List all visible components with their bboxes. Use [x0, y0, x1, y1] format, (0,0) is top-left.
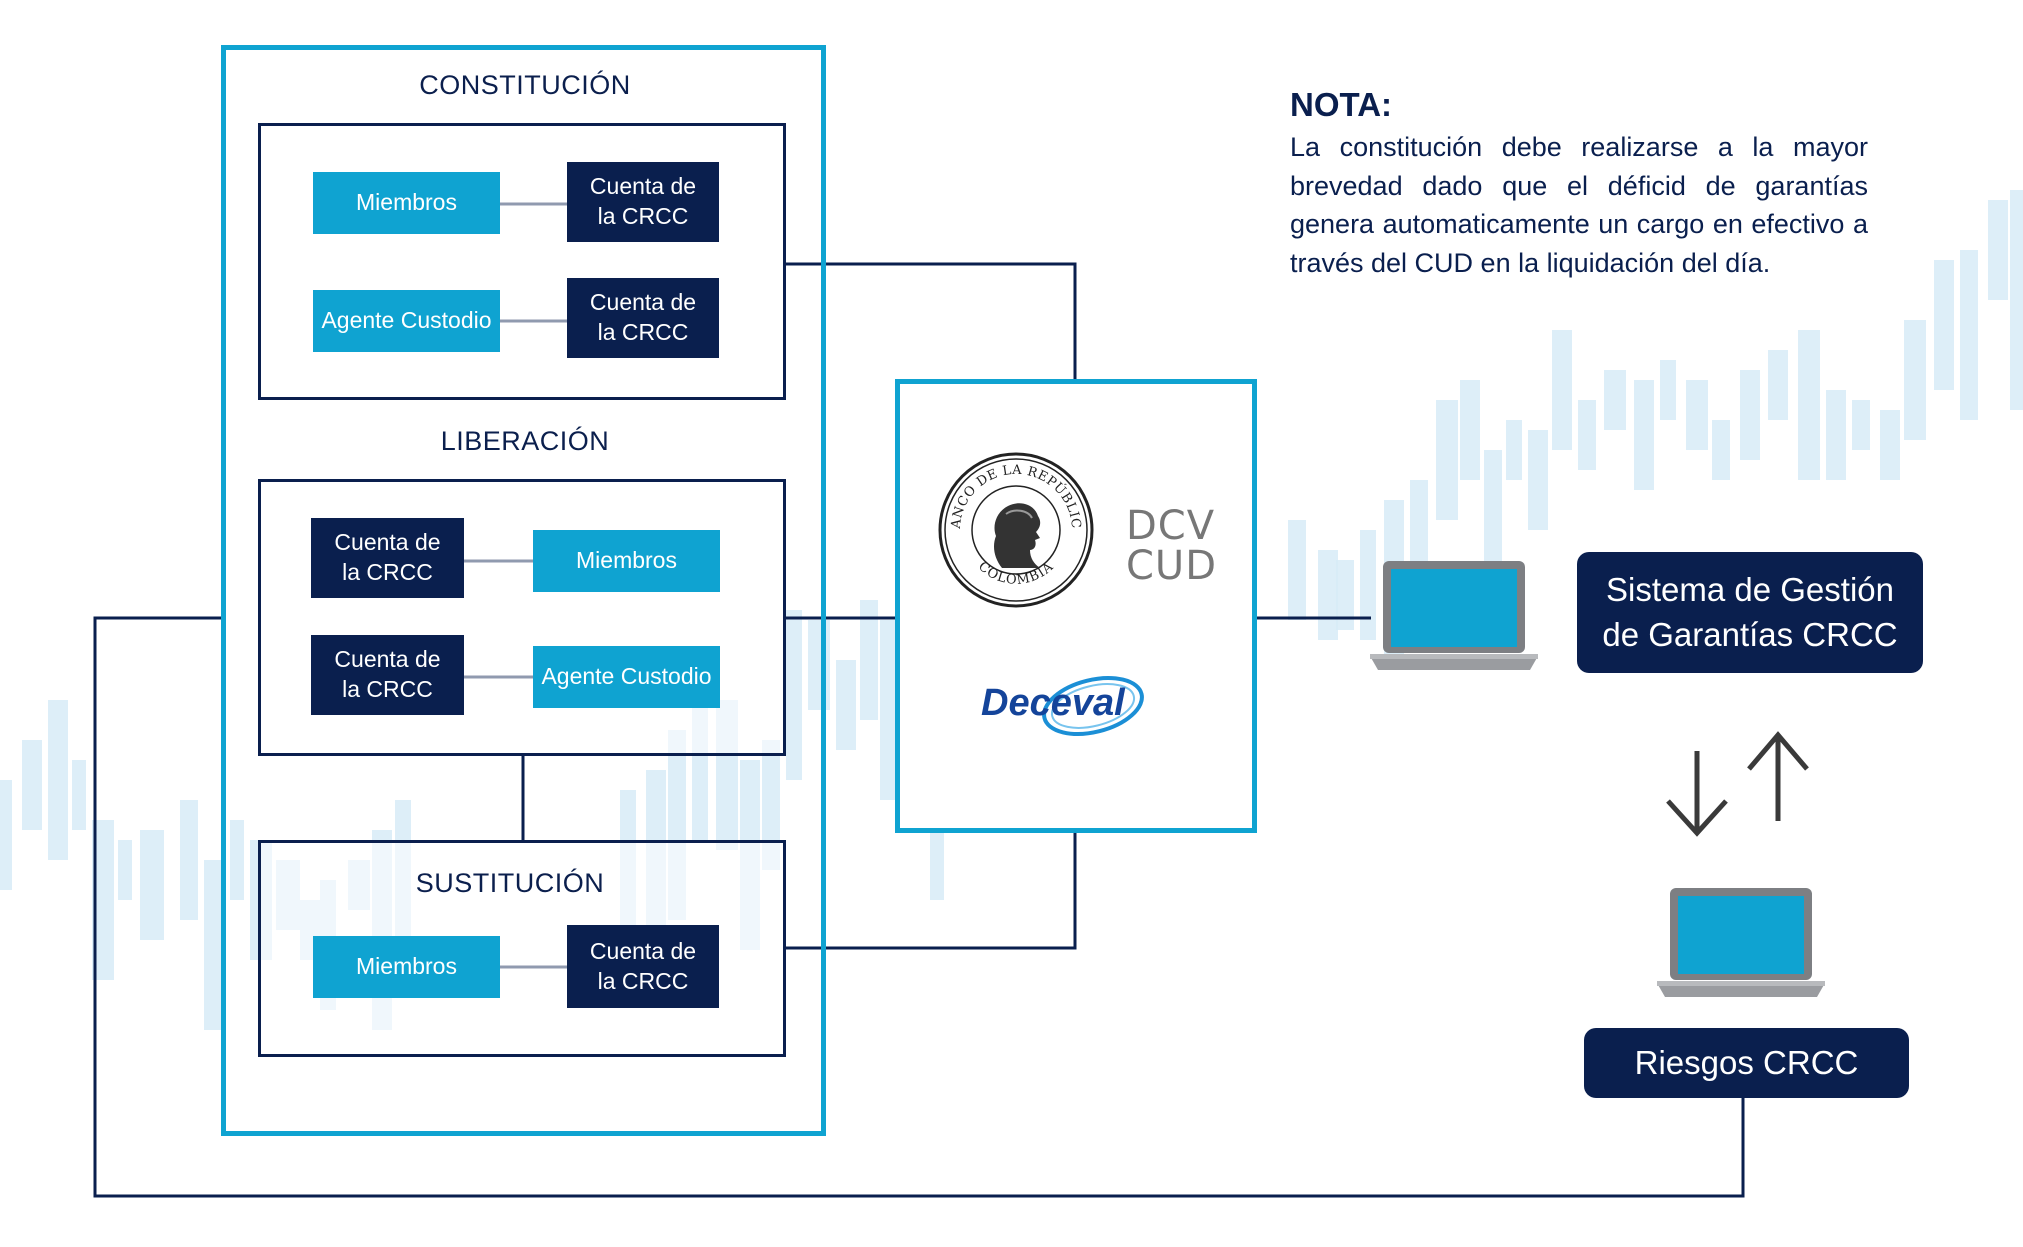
background-bar	[1634, 380, 1654, 490]
background-bar	[1528, 430, 1548, 530]
constitucion-miembros-box: Miembros	[313, 172, 500, 234]
deposit-systems-box	[895, 379, 1257, 833]
background-bar	[22, 740, 42, 830]
background-bar	[1686, 380, 1708, 450]
dcv-logo-text: DCV	[1126, 503, 1216, 549]
background-bar	[786, 610, 802, 780]
nota-title: NOTA:	[1290, 86, 1393, 123]
background-bar	[1988, 200, 2008, 300]
liberacion-title: LIBERACIÓN	[440, 426, 610, 456]
background-bar	[762, 740, 780, 870]
background-bar	[1768, 350, 1788, 420]
background-bar	[204, 860, 226, 1030]
constitucion-cuenta-crcc-box-2: Cuenta de la CRCC	[567, 278, 719, 358]
background-bar	[860, 600, 878, 720]
liberacion-miembros-box: Miembros	[533, 530, 720, 592]
background-bar	[180, 800, 198, 920]
background-bar	[1552, 330, 1572, 450]
background-bar	[836, 660, 856, 750]
sustitucion-miembros-box: Miembros	[313, 936, 500, 998]
background-bar	[0, 780, 12, 890]
background-bar	[92, 820, 114, 980]
background-bar	[1578, 400, 1596, 470]
banco-de-la-republica-seal: BANCO DE LA REPÚBLICA COLOMBIA	[936, 450, 1094, 608]
process-frame	[221, 45, 826, 1136]
background-bar	[2010, 190, 2023, 410]
nota-body: La constitución debe realizarse a la may…	[1290, 132, 1868, 278]
background-bar	[1288, 520, 1306, 620]
background-bar	[1798, 330, 1820, 480]
constitucion-agente-custodio-box: Agente Custodio	[313, 290, 500, 352]
sustitucion-title: SUSTITUCIÓN	[415, 868, 605, 898]
liberacion-cuenta-crcc-box: Cuenta de la CRCC	[311, 518, 464, 598]
deceval-logo-text: Deceval	[981, 682, 1125, 724]
laptop-icon	[1657, 888, 1825, 997]
background-bar	[118, 840, 132, 900]
liberacion-cuenta-crcc-box-2: Cuenta de la CRCC	[311, 635, 464, 715]
riesgos-crcc-label: Riesgos CRCC	[1584, 1028, 1909, 1098]
background-bar	[1880, 410, 1900, 480]
background-bar	[48, 700, 68, 860]
background-bar	[930, 820, 944, 900]
deceval-swoosh-icon	[1042, 676, 1144, 736]
background-bar	[1360, 530, 1376, 640]
background-bar	[1506, 420, 1522, 480]
background-bar	[1826, 390, 1846, 480]
sync-arrows-icon	[1666, 731, 1809, 837]
background-bar	[1712, 420, 1730, 480]
constitucion-title: CONSTITUCIÓN	[419, 70, 631, 100]
deceval-logo: Deceval	[975, 668, 1175, 748]
background-bar	[1960, 250, 1978, 420]
background-bar	[1484, 450, 1502, 570]
liberacion-agente-custodio-box: Agente Custodio	[533, 646, 720, 708]
background-bar	[1740, 370, 1760, 460]
sistema-gestion-garantias-label: Sistema de Gestión de Garantías CRCC	[1577, 552, 1923, 673]
background-bar	[1660, 360, 1676, 420]
background-bar	[1852, 400, 1870, 450]
background-bar	[1460, 380, 1480, 480]
background-bar	[1904, 320, 1926, 440]
background-bar	[140, 830, 164, 940]
laptop-icon	[1370, 561, 1538, 670]
background-bar	[1336, 560, 1354, 630]
cud-logo-text: CUD	[1126, 543, 1218, 589]
sustitucion-cuenta-crcc-box: Cuenta de la CRCC	[567, 925, 719, 1008]
background-bar	[1604, 370, 1626, 430]
background-bar	[1436, 400, 1458, 520]
background-bar	[72, 760, 86, 830]
constitucion-cuenta-crcc-box: Cuenta de la CRCC	[567, 162, 719, 242]
background-bar	[230, 820, 244, 900]
background-bar	[1934, 260, 1954, 390]
background-bar	[880, 620, 896, 800]
